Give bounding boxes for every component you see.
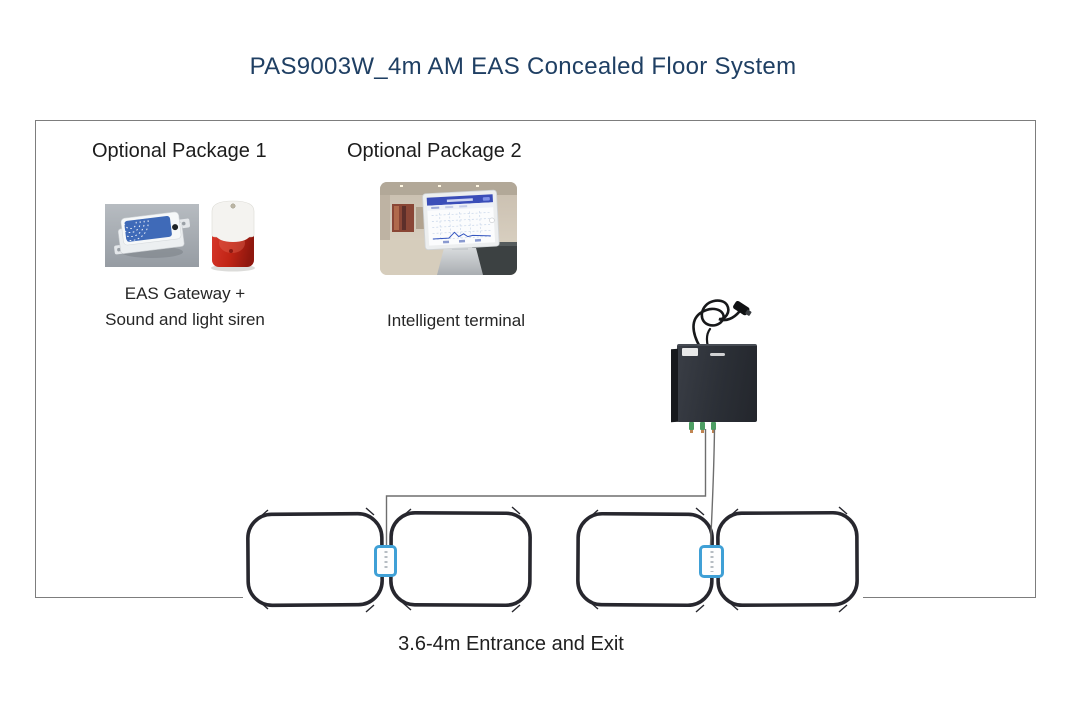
package1-caption: EAS Gateway + Sound and light siren	[60, 281, 310, 333]
eas-gateway-device	[114, 211, 190, 255]
intelligent-terminal-photo	[380, 182, 517, 275]
controller-label-sticker	[682, 348, 698, 356]
entrance-width-caption: 3.6-4m Entrance and Exit	[398, 633, 624, 655]
eas-gateway-photo	[105, 204, 199, 267]
controller-unit	[671, 344, 757, 433]
power-plug	[733, 300, 752, 316]
package1-caption-line2: Sound and light siren	[105, 310, 265, 329]
optional-package-1-label: Optional Package 1	[92, 140, 267, 162]
output-terminal	[689, 422, 694, 433]
siren-photo	[211, 200, 255, 272]
terminal-stand	[437, 248, 483, 275]
loop-connector-1	[374, 545, 397, 577]
siren-white-top	[211, 200, 255, 238]
power-cord-icon	[692, 299, 752, 348]
package2-caption: Intelligent terminal	[387, 311, 525, 330]
page-title: PAS9003W_4m AM EAS Concealed Floor Syste…	[249, 53, 797, 80]
terminal-chart-line	[432, 231, 491, 240]
optional-package-2-label: Optional Package 2	[347, 140, 522, 162]
controller-side-flange	[671, 348, 678, 423]
terminal-monitor	[422, 189, 500, 251]
connector-label	[384, 551, 387, 571]
output-terminal	[700, 422, 705, 433]
loop-connector-2	[699, 545, 724, 578]
output-terminal	[711, 422, 716, 433]
gateway-knob	[172, 224, 179, 231]
controller-brand-mark	[710, 353, 725, 356]
connector-label	[710, 551, 713, 572]
siren-screw	[230, 203, 236, 209]
system-frame	[35, 120, 1036, 598]
package1-caption-line1: EAS Gateway +	[124, 284, 246, 303]
